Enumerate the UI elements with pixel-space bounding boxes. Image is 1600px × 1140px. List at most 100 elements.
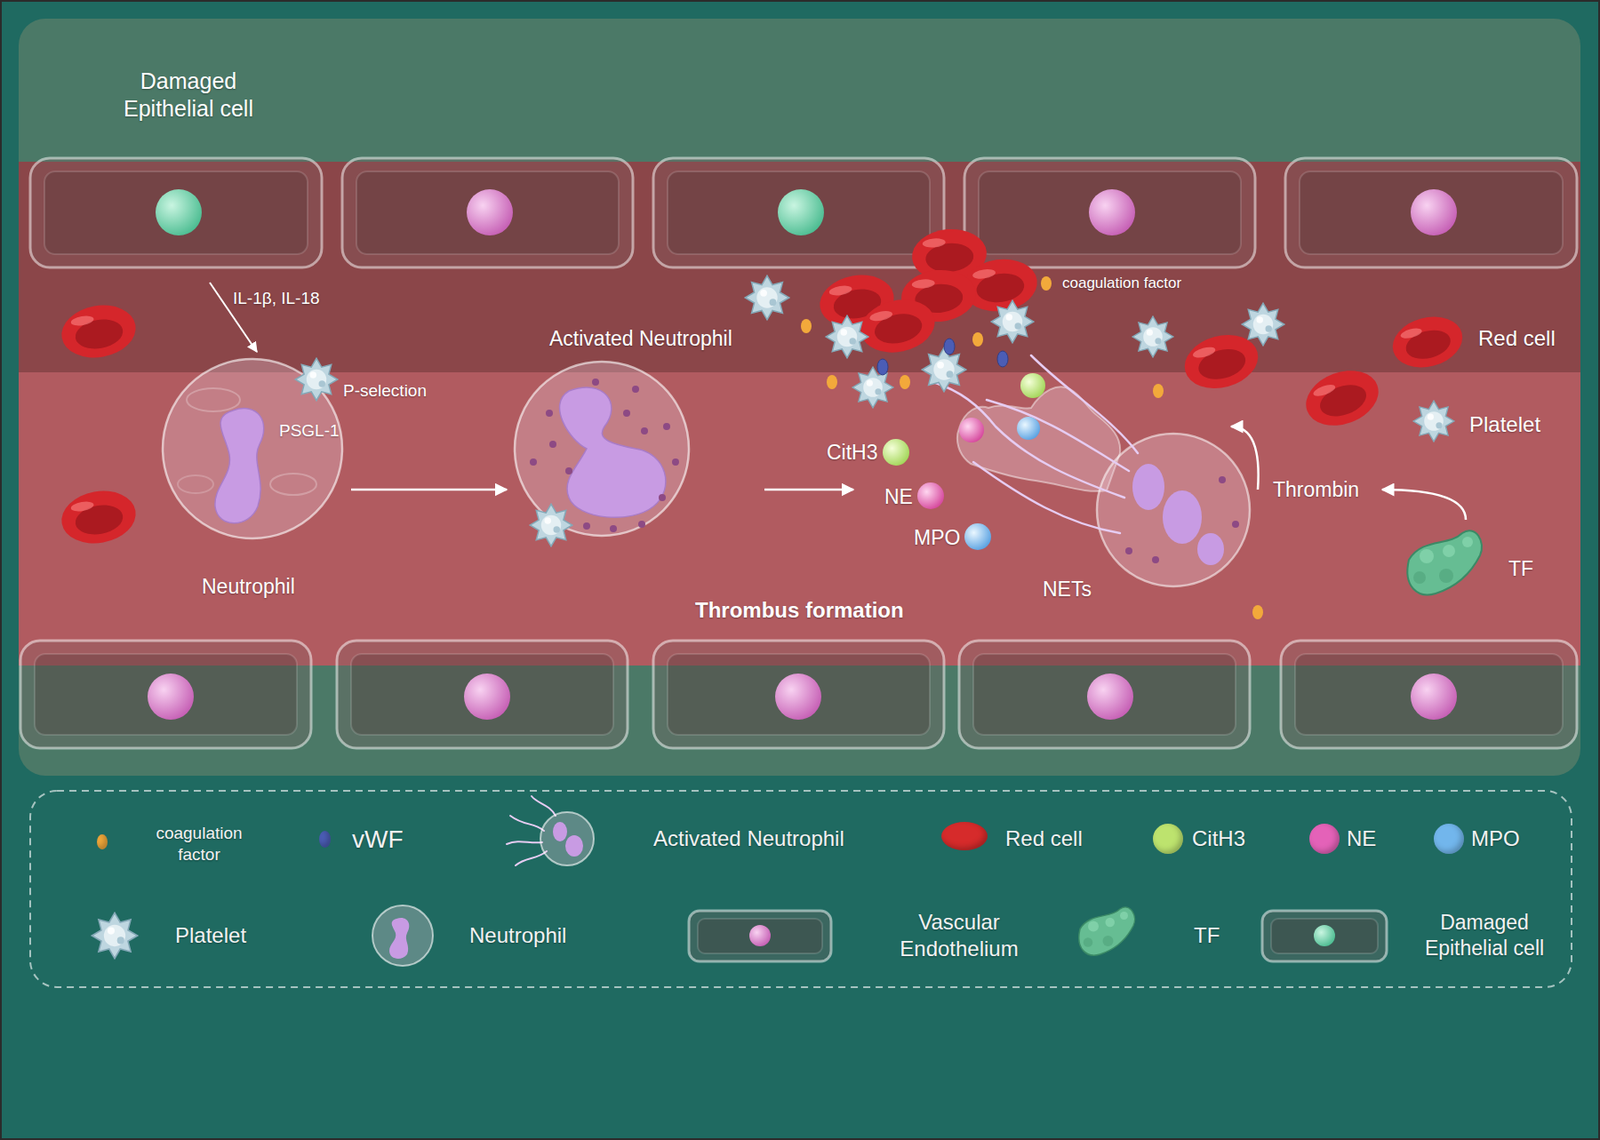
released-granules xyxy=(882,439,992,551)
figure-shape xyxy=(565,467,573,475)
vwf-dots xyxy=(877,338,1008,376)
figure-group xyxy=(20,640,312,749)
figure-shape xyxy=(973,462,1120,534)
figure-shape xyxy=(882,439,910,466)
figure-shape xyxy=(1087,673,1134,720)
figure-shape xyxy=(1040,276,1052,291)
figure-shape xyxy=(162,359,343,539)
legend-neutrophil-icon xyxy=(372,905,433,967)
figure-shape xyxy=(1299,171,1563,255)
legend-text: Platelet xyxy=(175,922,247,950)
cell-node: Thrombin xyxy=(1257,472,1383,507)
figure-group xyxy=(964,158,1256,268)
legend-text: Red cell xyxy=(1005,825,1083,853)
figure-shape xyxy=(899,375,911,390)
figure-shape xyxy=(186,388,240,412)
label-text: CitH3 xyxy=(826,440,879,466)
figure-shape xyxy=(1410,189,1457,236)
figure-shape xyxy=(351,654,614,736)
figure-shape xyxy=(964,158,1256,268)
figure-shape xyxy=(215,408,264,524)
figure-shape xyxy=(466,189,513,236)
legend-epithelial-icon xyxy=(1262,911,1387,962)
figure-shape xyxy=(1407,530,1482,595)
label-text: Damaged Epithelial cell xyxy=(99,67,278,124)
net-figure xyxy=(933,355,1250,587)
figure-group xyxy=(1280,640,1577,749)
label-text: PSGL-1 xyxy=(279,420,340,442)
figure-shape xyxy=(30,791,1572,988)
figure-shape xyxy=(688,911,832,962)
figure-shape xyxy=(663,423,671,431)
label-text: coagulation factor xyxy=(1062,273,1182,293)
figure-shape xyxy=(933,382,1125,498)
cell-node: TF xyxy=(1408,520,1552,605)
figure-shape xyxy=(1079,907,1136,956)
figure-shape xyxy=(856,293,940,360)
figure-shape xyxy=(800,319,812,334)
figure-shape xyxy=(1271,919,1378,954)
epithelial-row xyxy=(30,158,1577,268)
legend-text: Neutrophil xyxy=(469,922,567,950)
figure-shape xyxy=(531,796,556,816)
figure-shape xyxy=(1280,640,1577,749)
legend-swatch xyxy=(319,831,331,848)
legend-swatch xyxy=(96,834,108,850)
legend-text: Activated Neutrophil xyxy=(653,825,845,853)
figure-shape xyxy=(1162,490,1202,544)
figure-shape xyxy=(552,822,568,842)
figure-shape xyxy=(667,654,930,736)
figure-shape xyxy=(697,919,823,954)
figure-shape xyxy=(1088,189,1136,236)
figure-shape xyxy=(672,458,680,466)
figure-shape xyxy=(529,458,537,466)
legend-text: Damaged Epithelial cell xyxy=(1400,910,1569,962)
label-text: MPO xyxy=(913,525,960,552)
figure-group xyxy=(336,640,628,749)
figure-shape xyxy=(372,905,433,967)
figure-shape xyxy=(20,640,312,749)
figure-shape xyxy=(964,523,992,551)
figure-shape xyxy=(57,299,141,364)
legend-activated-neutrophil-icon xyxy=(506,796,594,866)
figure-shape xyxy=(944,338,955,355)
legend-text: CitH3 xyxy=(1192,825,1246,853)
tissue-panel xyxy=(18,18,1581,776)
figure-shape xyxy=(91,912,137,959)
figure-shape xyxy=(852,367,894,408)
figure-shape xyxy=(1232,520,1240,528)
figure-group xyxy=(959,640,1250,749)
red-cells xyxy=(57,225,1469,549)
cell-node: Neutrophil xyxy=(160,355,352,609)
activated-neutrophil-figure xyxy=(514,361,689,536)
figure-shape xyxy=(775,673,822,720)
legend-text: TF xyxy=(1193,922,1220,950)
figure-group xyxy=(1285,158,1577,268)
figure-shape xyxy=(917,482,944,510)
figure-shape xyxy=(1241,303,1285,346)
legend-text: coagulation factor xyxy=(141,823,257,866)
endothelium-row xyxy=(20,640,1577,749)
figure-shape xyxy=(510,816,544,832)
figure-shape xyxy=(1413,400,1455,442)
figure-shape xyxy=(640,427,648,435)
figure-shape xyxy=(632,385,640,393)
figure-shape xyxy=(506,841,543,845)
arrow-connector xyxy=(1231,426,1259,490)
figure-shape xyxy=(744,275,789,320)
figure-shape xyxy=(44,171,308,255)
cell-node: Activated Neutrophil xyxy=(506,321,765,544)
node-label: NETs xyxy=(1042,576,1092,603)
figure-shape xyxy=(592,378,600,386)
figure-shape xyxy=(464,673,511,720)
figure-shape xyxy=(540,812,594,866)
tissue-factor xyxy=(1407,530,1482,595)
legend-text: NE xyxy=(1346,825,1376,853)
figure-shape xyxy=(1386,309,1468,376)
figure-group xyxy=(342,158,633,268)
figure-shape xyxy=(609,525,617,533)
legend-swatch xyxy=(1152,824,1184,855)
